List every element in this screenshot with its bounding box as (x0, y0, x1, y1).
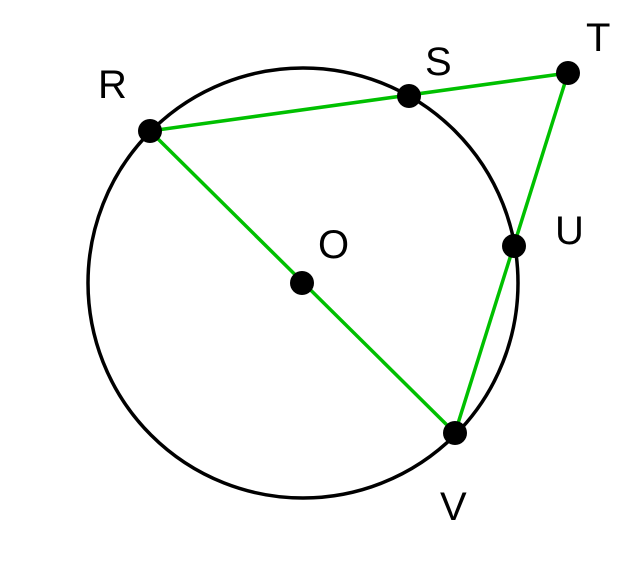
point-u (502, 234, 526, 258)
point-t (556, 61, 580, 85)
label-t: T (586, 16, 610, 60)
point-o (290, 271, 314, 295)
label-o: O (318, 223, 349, 267)
point-v (443, 421, 467, 445)
label-r: R (98, 63, 127, 107)
segment-rt (149, 71, 569, 133)
label-u: U (555, 209, 584, 253)
label-s: S (425, 40, 452, 84)
circle-o (86, 66, 520, 500)
point-s (397, 84, 421, 108)
point-r (138, 119, 162, 143)
label-v: V (440, 485, 467, 529)
